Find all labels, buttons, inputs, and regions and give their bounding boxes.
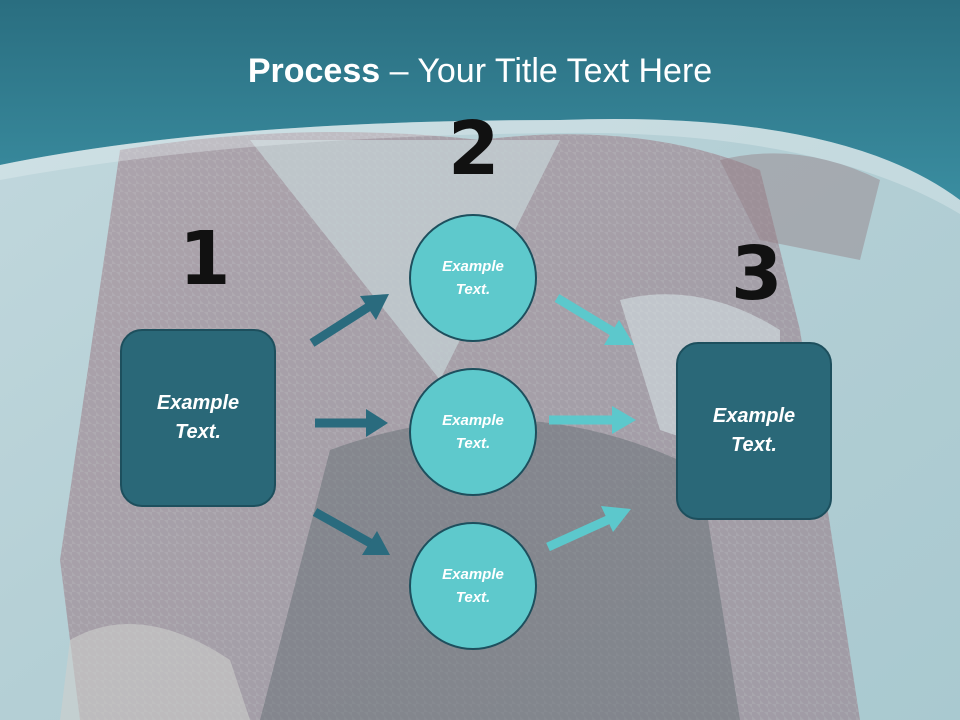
step-2-circle-middle: Example Text. <box>409 368 537 496</box>
arrow-to-top-circle <box>309 294 389 347</box>
step-number-2: 2 <box>448 106 500 192</box>
header-curve <box>0 119 960 214</box>
step-2-circle-top: Example Text. <box>409 214 537 342</box>
step-2-text-bottom: Example Text. <box>442 566 504 606</box>
arrow-from-bottom-circle <box>546 506 631 552</box>
arrow-to-middle-circle <box>315 409 388 437</box>
step-3-box: Example Text. <box>676 342 832 520</box>
title-bold: Process <box>247 52 381 90</box>
step-2-text-middle: Example Text. <box>442 412 504 452</box>
arrow-from-top-circle <box>554 294 634 345</box>
step-1-box: Example Text. <box>120 329 276 507</box>
title-rest: – Your Title Text Here <box>380 52 713 90</box>
step-2-circle-bottom: Example Text. <box>409 522 537 650</box>
step-number-1: 1 <box>179 216 231 302</box>
arrow-to-bottom-circle <box>312 508 390 555</box>
step-3-text: Example Text. <box>712 405 796 456</box>
header-band <box>0 0 960 200</box>
slide-title: Process – Your Title Text Here <box>0 52 960 91</box>
arrow-from-middle-circle <box>549 406 636 434</box>
step-number-3: 3 <box>731 231 783 317</box>
step-2-text-top: Example Text. <box>442 258 504 298</box>
step-1-text: Example Text. <box>156 392 240 443</box>
